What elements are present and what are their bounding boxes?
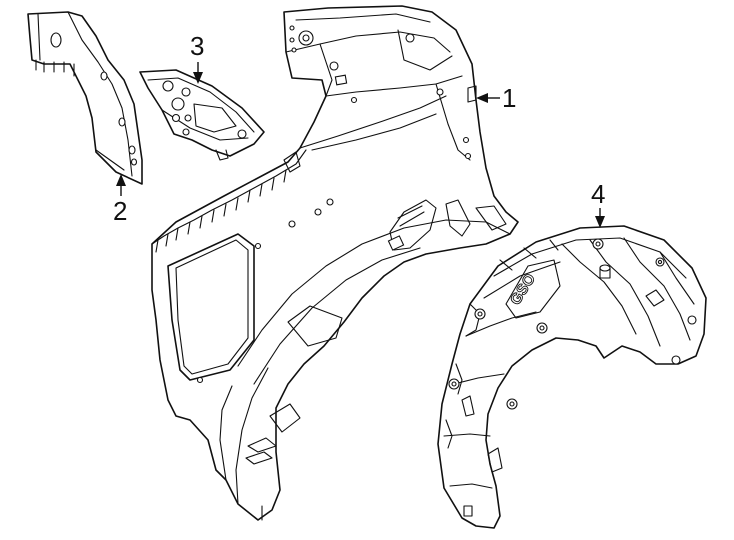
callout-4-label: 4 [591,179,605,209]
callout-1-label: 1 [502,83,516,113]
part-3-inner-quarter-panel [139,69,265,161]
callout-3-label: 3 [190,31,204,61]
callout-3: 3 [190,31,204,84]
callout-2: 2 [113,174,127,226]
part-2-pillar-reinforcement [27,11,143,185]
part-1-quarter-inner-panel [151,5,519,521]
callout-2-label: 2 [113,196,127,226]
callout-4: 4 [591,179,605,228]
part-4-wheelhouse-liner: GSO [437,225,707,529]
callout-1: 1 [476,83,516,113]
